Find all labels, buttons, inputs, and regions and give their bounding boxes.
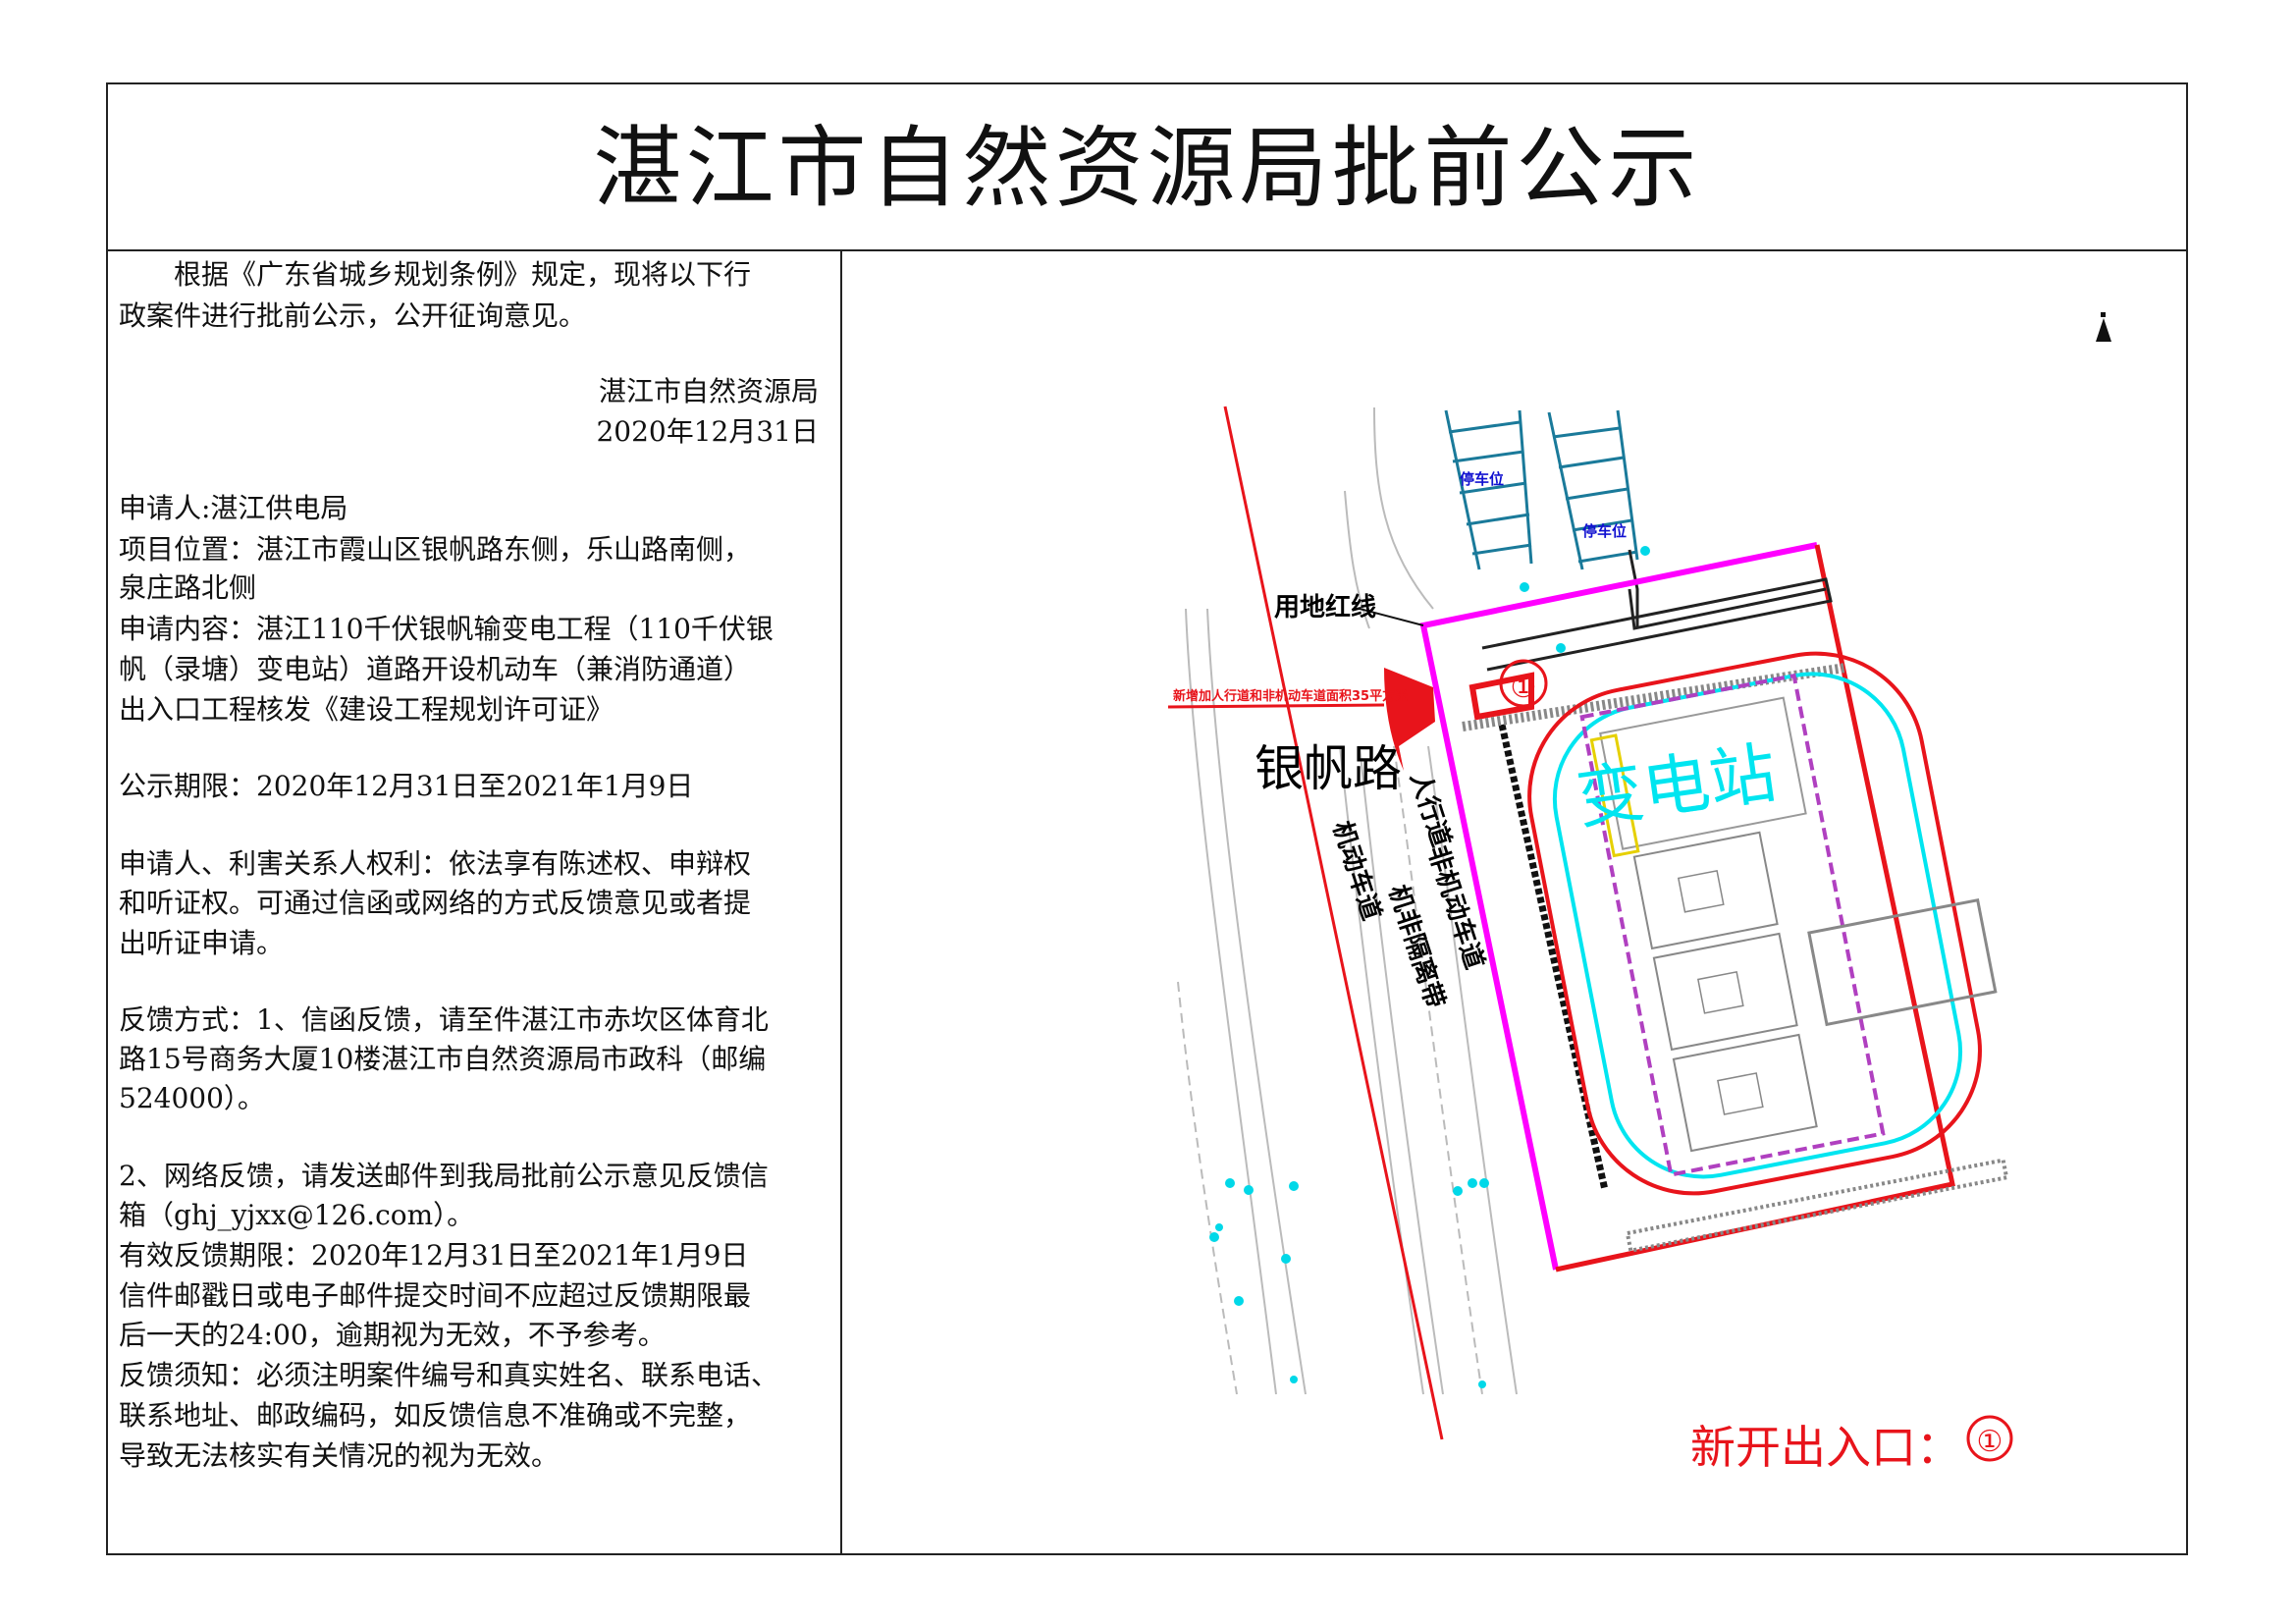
entrance-marker: ①: [1511, 671, 1537, 705]
red-line-leader: [1359, 608, 1424, 626]
notice-line: 出听证申请。: [119, 927, 285, 959]
parking-label: 停车位: [1460, 470, 1504, 488]
lane-label-sidewalk: 人行道: [1404, 769, 1457, 851]
parking-label: 停车位: [1582, 522, 1627, 540]
lane-label-motor: 机动车道: [1326, 818, 1387, 925]
road-name: 银帆路: [1255, 740, 1402, 797]
notice-line: 路15号商务大厦10楼湛江市自然资源局市政科（邮编: [119, 1043, 767, 1075]
notice-line: 信件邮戳日或电子邮件提交时间不应超过反馈期限最: [119, 1279, 752, 1312]
notice-line: 反馈须知：必须注明案件编号和真实姓名、联系电话、: [119, 1359, 779, 1391]
legend-marker: ①: [1977, 1425, 2003, 1459]
notice-line: 联系地址、邮政编码，如反馈信息不准确或不完整，: [119, 1399, 752, 1432]
parking-area: [1444, 409, 1639, 628]
notice-line: 根据《广东省城乡规划条例》规定，现将以下行: [119, 258, 752, 291]
notice-line: 出入口工程核发《建设工程规划许可证》: [119, 693, 614, 726]
notice-line: 524000）。: [119, 1082, 265, 1114]
notice-frame: [106, 82, 2188, 1555]
notice-line: 后一天的24:00，逾期视为无效，不予参考。: [119, 1319, 666, 1351]
north-arrow-icon: [2096, 312, 2111, 342]
notice-line: 和听证权。可通过信函或网络的方式反馈意见或者提: [119, 887, 752, 919]
title-row: 湛江市自然资源局批前公示: [106, 82, 2188, 251]
red-land-line: [1223, 406, 1444, 1440]
entrance-road: [1384, 577, 1846, 771]
notice-line: 箱（ghj_yjxx@126.com）。: [119, 1199, 475, 1231]
notice-line: 反馈方式：1、信函反馈，请至件湛江市赤坎区体育北: [119, 1003, 769, 1036]
notice-line: 申请人、利害关系人权利：依法享有陈述权、申辩权: [119, 847, 752, 880]
notice-line: 导致无法核实有关情况的视为无效。: [119, 1439, 560, 1472]
red-line-label: 用地红线: [1274, 592, 1376, 623]
page-title: 湛江市自然资源局批前公示: [593, 117, 1701, 220]
notice-line: 申请人:湛江供电局: [119, 492, 348, 524]
notice-line: 有效反馈期限：2020年12月31日至2021年1月9日: [119, 1239, 749, 1272]
notice-line: 泉庄路北侧: [119, 571, 257, 604]
station-ring-road: [1527, 651, 2009, 1254]
legend-label: 新开出入口：: [1690, 1421, 1961, 1474]
entrance-marker-circle: [1499, 659, 1548, 708]
added-area-label: 新增加人行道和非机动车道面积35平方米: [1173, 688, 1409, 704]
notice-line: 2、网络反馈，请发送邮件到我局批前公示意见反馈信: [119, 1160, 769, 1192]
notice-line: 湛江市自然资源局: [598, 375, 819, 407]
column-divider: [840, 251, 842, 1555]
notice-line: 帆（录塘）变电站）道路开设机动车（兼消防通道）: [119, 653, 752, 685]
legend-marker-circle: [1966, 1415, 2013, 1462]
tree-dots: [1209, 546, 1650, 1388]
notice-line: 项目位置：湛江市霞山区银帆路东侧，乐山路南侧，: [119, 533, 752, 566]
notice-line: 申请内容：湛江110千伏银帆输变电工程（110千伏银: [119, 613, 774, 645]
added-area-hatch: [1384, 668, 1435, 771]
notice-line: 2020年12月31日: [596, 415, 819, 448]
notice-line: 政案件进行批前公示，公开征询意见。: [119, 299, 587, 332]
notice-line: 公示期限：2020年12月31日至2021年1月9日: [119, 770, 694, 802]
